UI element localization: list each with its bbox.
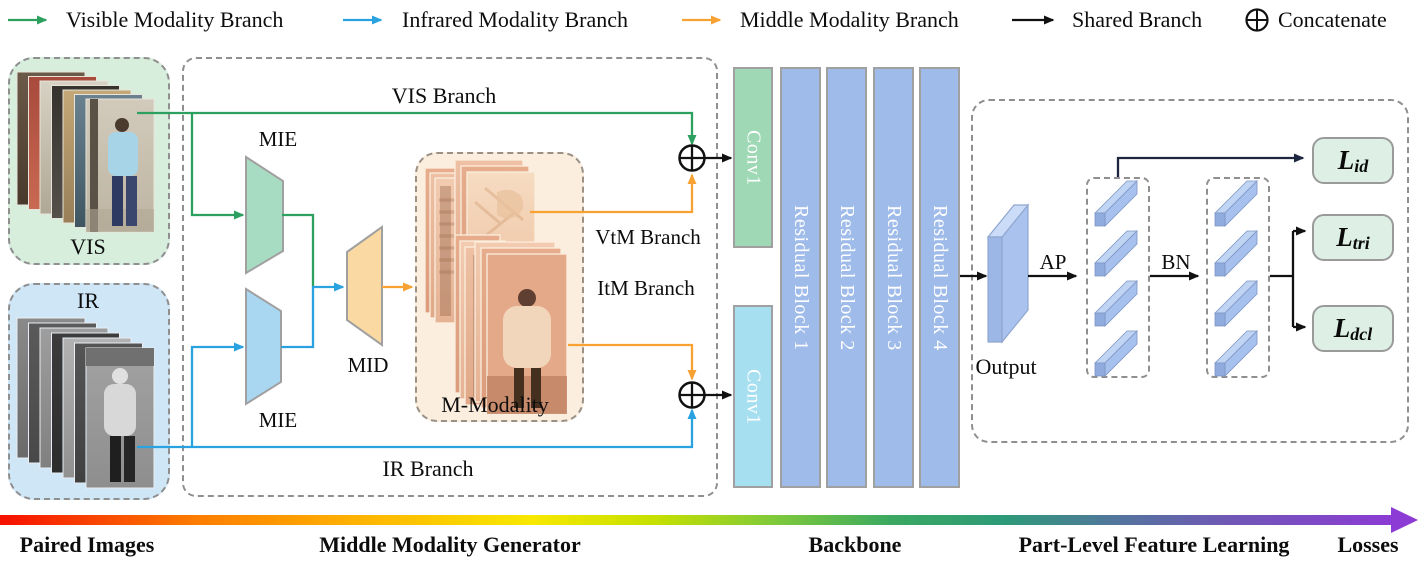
ir-label: IR bbox=[77, 288, 99, 313]
footer-losses: Losses bbox=[1337, 532, 1399, 557]
residual-block-2-label: Residual Block 2 bbox=[836, 204, 858, 351]
m-modality-box bbox=[415, 152, 584, 422]
bn-features-box bbox=[1206, 177, 1270, 378]
conv1-visible-block: Conv1 bbox=[733, 67, 773, 248]
residual-block-4-label: Residual Block 4 bbox=[929, 204, 951, 351]
conv1-infrared-label: Conv1 bbox=[742, 368, 765, 425]
vis-branch-label: VIS Branch bbox=[391, 83, 497, 108]
residual-block-3: Residual Block 3 bbox=[873, 67, 914, 488]
ap-label: AP bbox=[1039, 250, 1067, 274]
loss-tri-main: L bbox=[1336, 222, 1353, 252]
loss-id-sub: id bbox=[1354, 156, 1369, 176]
vtm-branch-label: VtM Branch bbox=[595, 225, 701, 249]
residual-block-2: Residual Block 2 bbox=[826, 67, 867, 488]
residual-block-1: Residual Block 1 bbox=[780, 67, 821, 488]
legend-middle-label: Middle Modality Branch bbox=[740, 7, 959, 32]
legend-concat-label: Concatenate bbox=[1278, 7, 1387, 32]
legend-visible-label: Visible Modality Branch bbox=[66, 7, 284, 32]
mie-bottom-label: MIE bbox=[258, 408, 298, 432]
legend-concat-icon bbox=[1245, 8, 1269, 32]
bn-label: BN bbox=[1161, 250, 1191, 274]
legend-shared-label: Shared Branch bbox=[1072, 7, 1203, 32]
vis-label: VIS bbox=[70, 234, 106, 259]
legend-infrared-label: Infrared Modality Branch bbox=[402, 7, 629, 32]
footer-middle-modality-generator: Middle Modality Generator bbox=[319, 532, 581, 557]
mid-label: MID bbox=[347, 353, 389, 377]
residual-block-3-label: Residual Block 3 bbox=[883, 204, 905, 351]
ir-branch-label: IR Branch bbox=[382, 456, 474, 481]
footer-part-level: Part-Level Feature Learning bbox=[1018, 532, 1290, 557]
loss-dcl-sub: dcl bbox=[1350, 324, 1373, 344]
output-label: Output bbox=[975, 354, 1037, 379]
m-modality-label: M-Modality bbox=[441, 392, 549, 417]
part-level-feature-box bbox=[971, 99, 1409, 443]
loss-tri-sub: tri bbox=[1352, 233, 1370, 253]
pipeline-gradient-arrowhead bbox=[1391, 507, 1418, 533]
middle-modality-generator-box bbox=[182, 57, 718, 497]
loss-dcl-main: L bbox=[1333, 313, 1351, 343]
ir-input-box bbox=[8, 283, 170, 500]
conv1-infrared-block: Conv1 bbox=[733, 305, 773, 488]
residual-block-4: Residual Block 4 bbox=[919, 67, 960, 488]
conv1-visible-label: Conv1 bbox=[742, 129, 765, 186]
footer-paired-images: Paired Images bbox=[19, 532, 155, 557]
itm-branch-label: ItM Branch bbox=[597, 276, 695, 300]
mie-top-label: MIE bbox=[258, 127, 298, 151]
part-features-box bbox=[1086, 177, 1150, 378]
footer-backbone: Backbone bbox=[808, 532, 902, 557]
pipeline-gradient-bar bbox=[0, 515, 1393, 525]
residual-block-1-label: Residual Block 1 bbox=[790, 204, 812, 351]
loss-id-main: L bbox=[1337, 145, 1355, 175]
